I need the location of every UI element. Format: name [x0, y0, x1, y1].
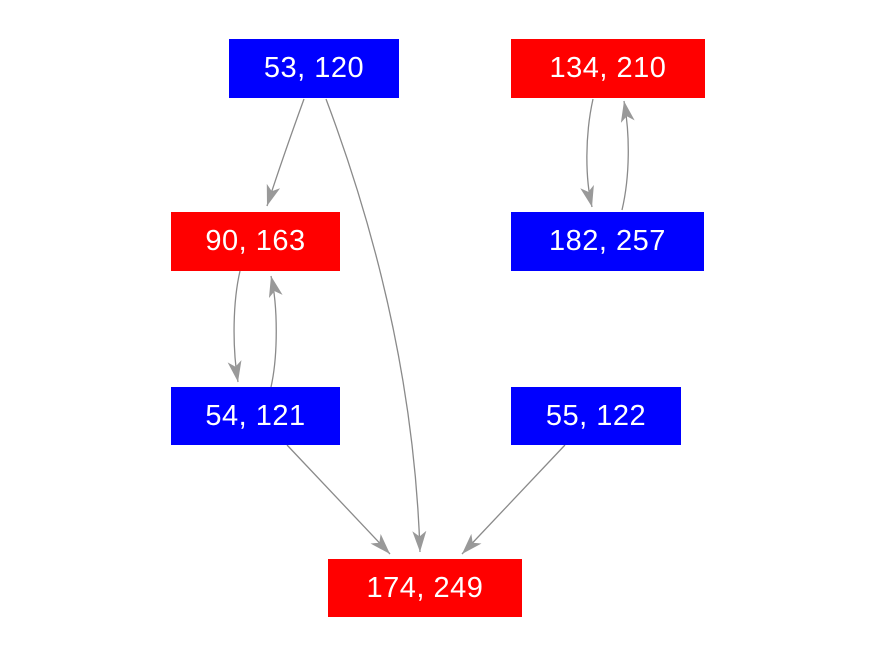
node-label: 182, 257 — [549, 225, 666, 257]
edge-182-257-to-134-210 — [620, 100, 635, 211]
edge-54-121-to-90-163 — [268, 275, 283, 388]
node-174-249: 174, 249 — [328, 559, 522, 617]
edge-55-122-to-174-249 — [461, 444, 566, 555]
node-label: 53, 120 — [263, 52, 365, 84]
node-134-210: 134, 210 — [511, 39, 705, 98]
edge-54-121-to-174-249 — [286, 444, 391, 555]
node-54-121: 54, 121 — [171, 387, 340, 445]
node-182-257: 182, 257 — [511, 212, 704, 271]
node-label: 134, 210 — [549, 52, 667, 84]
edge-53-120-to-90-163 — [266, 98, 305, 207]
edge-53-120-to-174-249 — [325, 98, 427, 553]
node-90-163: 90, 163 — [171, 212, 340, 271]
node-label: 55, 122 — [545, 399, 647, 432]
node-label: 54, 121 — [205, 399, 306, 432]
node-53-120: 53, 120 — [229, 39, 399, 98]
node-label: 90, 163 — [205, 225, 306, 257]
edge-90-163-to-54-121 — [227, 270, 242, 383]
edge-134-210-to-182-257 — [580, 98, 594, 208]
node-55-122: 55, 122 — [511, 387, 681, 445]
node-label: 174, 249 — [366, 571, 484, 604]
